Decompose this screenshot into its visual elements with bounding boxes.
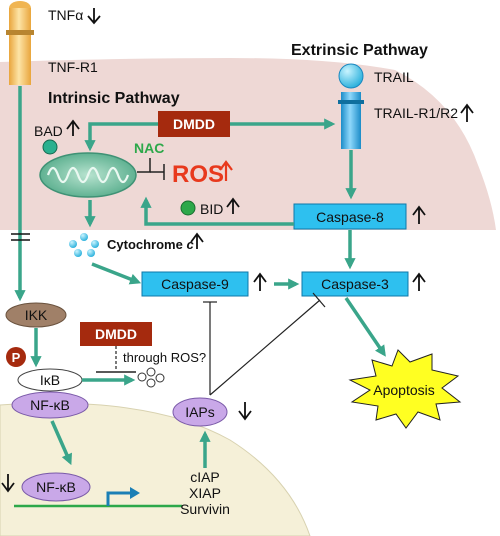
dmdd-top-label: DMDD [173,116,215,132]
bid-up-arrow [226,197,240,214]
transcription-arrow-head [130,487,140,499]
bad-dot [42,139,58,155]
tnf-r1-receptor [6,1,34,85]
bid-dot [180,200,196,216]
extrinsic-pathway-title: Extrinsic Pathway [291,42,428,59]
cytochrome-c-molecules [69,233,99,257]
xiap-label: XIAP [189,485,221,501]
caspase3-up-arrow [412,272,426,291]
cytochrome-to-caspase9-arrow [91,262,142,285]
ikb-label: IκB [40,372,60,388]
caspase9-up-arrow [253,272,267,291]
cytochrome-label: Cytochrome c [107,237,194,252]
nucleus-region [0,402,311,536]
phospho-p-label: P [12,350,21,365]
ikk-node [5,302,67,328]
degraded-ikb-fragments [137,367,165,388]
transcription-start-arrow [106,491,130,506]
nfkb-nucleus-node [21,472,91,502]
ciap-label: cIAP [190,469,220,485]
apoptosis-burst [348,349,462,429]
caspase9-label: Caspase-9 [161,276,229,292]
nfkb-cytoplasm-label: NF-κB [30,397,70,413]
nfkb-translocation-arrow [50,420,72,466]
through-ros-label: through ROS? [123,350,206,365]
ros-label: ROS [172,161,224,188]
dmdd-bottom-box [80,322,152,346]
ros-up-arrow [219,160,233,181]
mitochondrion [39,152,137,198]
caspase8-up-arrow [412,205,426,224]
cytoplasm-region [0,58,496,230]
ikk-label: IKK [25,307,48,323]
cytochrome-up-arrow [190,232,204,249]
bad-label: BAD [34,123,63,139]
survivin-label: Survivin [180,501,230,517]
nfkb-nucleus-down-arrow [1,474,15,493]
trail-receptor [338,63,364,149]
caspase3-to-apoptosis-arrow [344,297,386,357]
caspase8-to-mito-arrow [140,196,294,226]
apoptosis-label: Apoptosis [373,382,434,398]
caspase8-box [293,203,407,230]
nfkb-cytoplasm-node [11,391,89,419]
trail-r-up-arrow [460,103,474,122]
dmdd-top-box [158,111,230,137]
iaps-inhibit-caspase3-line [209,299,321,396]
bad-up-arrow [66,119,80,136]
iaps-label: IAPs [185,404,215,420]
bid-label: BID [200,201,223,217]
intrinsic-pathway-title: Intrinsic Pathway [48,90,180,107]
iaps-down-arrow [238,402,252,421]
trail-r-label: TRAIL-R1/R2 [374,105,458,121]
caspase3-label: Caspase-3 [321,276,389,292]
iaps-inhibit-caspase3-bar [312,292,326,308]
caspase8-label: Caspase-8 [316,209,384,225]
tnfa-down-arrow [87,8,101,25]
dmdd-to-mito-arrow [84,122,158,152]
tnf-r1-label: TNF-R1 [48,59,98,75]
phospho-p-circle [6,347,26,367]
iaps-node [172,397,228,427]
caspase9-box [141,271,249,297]
tnfa-label: TNFα [48,7,83,23]
dmdd-bottom-label: DMDD [95,326,137,342]
nfkb-nucleus-label: NF-κB [36,479,76,495]
trail-label: TRAIL [374,69,414,85]
nac-label: NAC [134,140,164,156]
caspase3-box [301,271,409,297]
